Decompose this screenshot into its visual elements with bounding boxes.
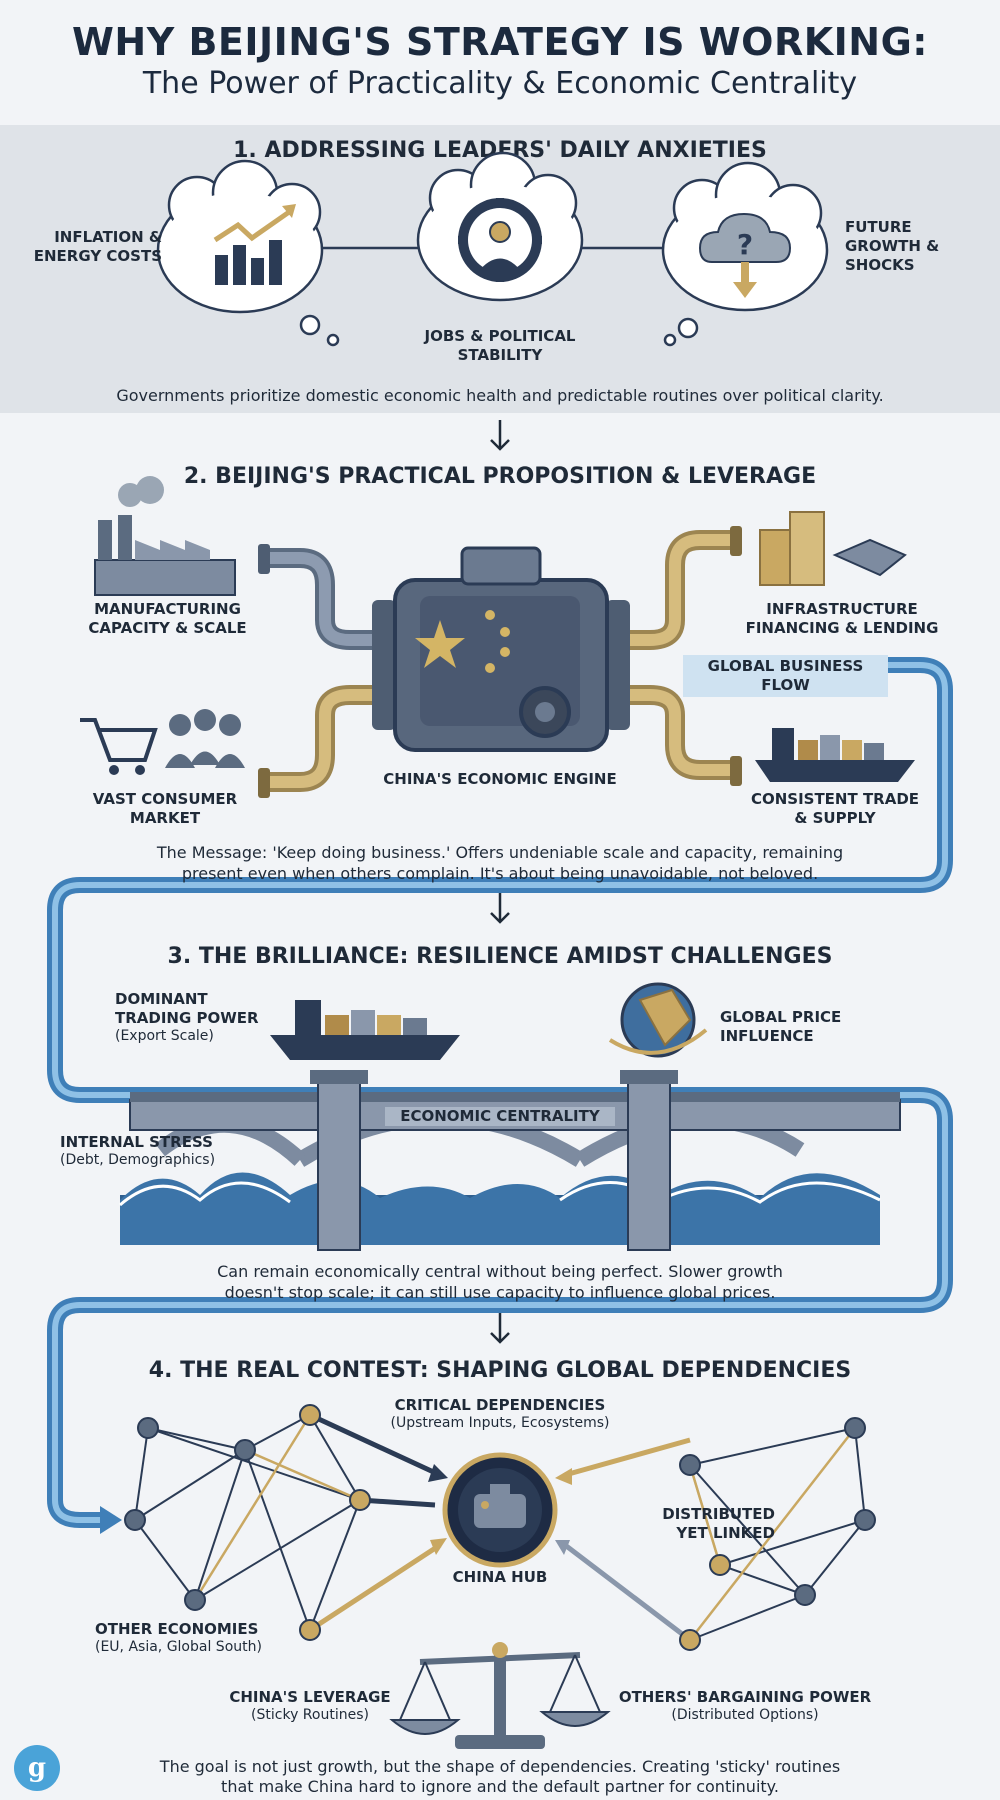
label-infrastructure: INFRASTRUCTURE FINANCING & LENDING: [745, 600, 939, 637]
label-china-hub: CHINA HUB: [452, 1568, 548, 1586]
label-other-economies-sub: (EU, Asia, Global South): [95, 1638, 262, 1655]
section3-title: 3. THE BRILLIANCE: RESILIENCE AMIDST CHA…: [167, 944, 833, 969]
gear-person-icon: [458, 198, 542, 282]
down-arrows: [490, 420, 510, 1344]
cargo-ship-icon: [270, 1000, 460, 1060]
label-inflation: INFLATION & ENERGY COSTS: [33, 228, 162, 265]
label-internal-stress: INTERNAL STRESS (Debt, Demographics): [60, 1133, 260, 1169]
label-jobs: JOBS & POLITICAL STABILITY: [424, 327, 576, 364]
balance-scale-icon: [389, 1642, 611, 1749]
container-ship-icon: [755, 728, 915, 782]
label-leverage-sub: (Sticky Routines): [251, 1706, 369, 1723]
label-trading-power-sub: (Export Scale): [115, 1027, 214, 1044]
label-business-flow: GLOBAL BUSINESS FLOW: [683, 655, 888, 697]
label-consumer: VAST CONSUMER MARKET: [92, 790, 238, 827]
question-cloud-icon: ?: [698, 212, 792, 298]
label-bargaining-title: OTHERS' BARGAINING POWER: [618, 1688, 872, 1706]
label-other-economies: OTHER ECONOMIES (EU, Asia, Global South): [95, 1620, 315, 1656]
label-trading-power: DOMINANT TRADING POWER (Export Scale): [115, 990, 275, 1045]
globe-price-icon: [608, 982, 708, 1058]
label-bargaining-sub: (Distributed Options): [671, 1706, 819, 1723]
dependency-network: [124, 1404, 876, 1651]
label-critical-title: CRITICAL DEPENDENCIES: [394, 1396, 606, 1414]
coins-handshake-icon: [759, 511, 907, 586]
brand-logo: g: [14, 1745, 60, 1791]
section4-note-line2: that make China hard to ignore and the d…: [221, 1777, 779, 1796]
label-internal-stress-title: INTERNAL STRESS: [60, 1133, 213, 1151]
label-economic-centrality: ECONOMIC CENTRALITY: [385, 1107, 615, 1126]
label-manufacturing: MANUFACTURING CAPACITY & SCALE: [88, 600, 247, 637]
label-trading-power-title: DOMINANT TRADING POWER: [115, 990, 259, 1027]
label-china-leverage: CHINA'S LEVERAGE (Sticky Routines): [210, 1688, 410, 1724]
svg-text:?: ?: [737, 228, 753, 261]
label-other-economies-title: OTHER ECONOMIES: [95, 1620, 259, 1638]
label-internal-stress-sub: (Debt, Demographics): [60, 1151, 216, 1168]
cart-people-icon: [80, 709, 245, 775]
label-future-growth: FUTURE GROWTH & SHOCKS: [845, 218, 940, 274]
engine-pipes: [258, 526, 742, 798]
label-trade: CONSISTENT TRADE & SUPPLY: [750, 790, 920, 827]
section2-title: 2. BEIJING'S PRACTICAL PROPOSITION & LEV…: [183, 464, 817, 489]
label-bargaining-power: OTHERS' BARGAINING POWER (Distributed Op…: [600, 1688, 890, 1724]
label-engine: CHINA'S ECONOMIC ENGINE: [383, 770, 617, 788]
label-price-influence: GLOBAL PRICE INFLUENCE: [720, 1008, 842, 1045]
label-critical-sub: (Upstream Inputs, Ecosystems): [390, 1414, 610, 1431]
label-critical-dependencies: CRITICAL DEPENDENCIES (Upstream Inputs, …: [355, 1396, 645, 1432]
thought-bubbles: ?: [156, 151, 829, 347]
section4-note-line1: The goal is not just growth, but the sha…: [159, 1757, 841, 1776]
section2-note-line2: present even when others complain. It's …: [181, 864, 819, 883]
label-distributed: DISTRIBUTED YET LINKED: [662, 1505, 775, 1542]
factory-icon: [94, 476, 236, 596]
section1-note: Governments prioritize domestic economic…: [116, 386, 884, 405]
section3-note-line1: Can remain economically central without …: [217, 1262, 783, 1281]
section4-title: 4. THE REAL CONTEST: SHAPING GLOBAL DEPE…: [148, 1358, 852, 1383]
label-leverage-title: CHINA'S LEVERAGE: [229, 1688, 391, 1706]
rising-chart-icon: [213, 204, 296, 285]
section3-note-line2: doesn't stop scale; it can still use cap…: [224, 1283, 776, 1302]
section2-note-line1: The Message: 'Keep doing business.' Offe…: [156, 843, 844, 862]
page-title: WHY BEIJING'S STRATEGY IS WORKING:: [71, 20, 928, 64]
page-subtitle: The Power of Practicality & Economic Cen…: [142, 66, 858, 101]
cloud-left: [156, 159, 340, 347]
